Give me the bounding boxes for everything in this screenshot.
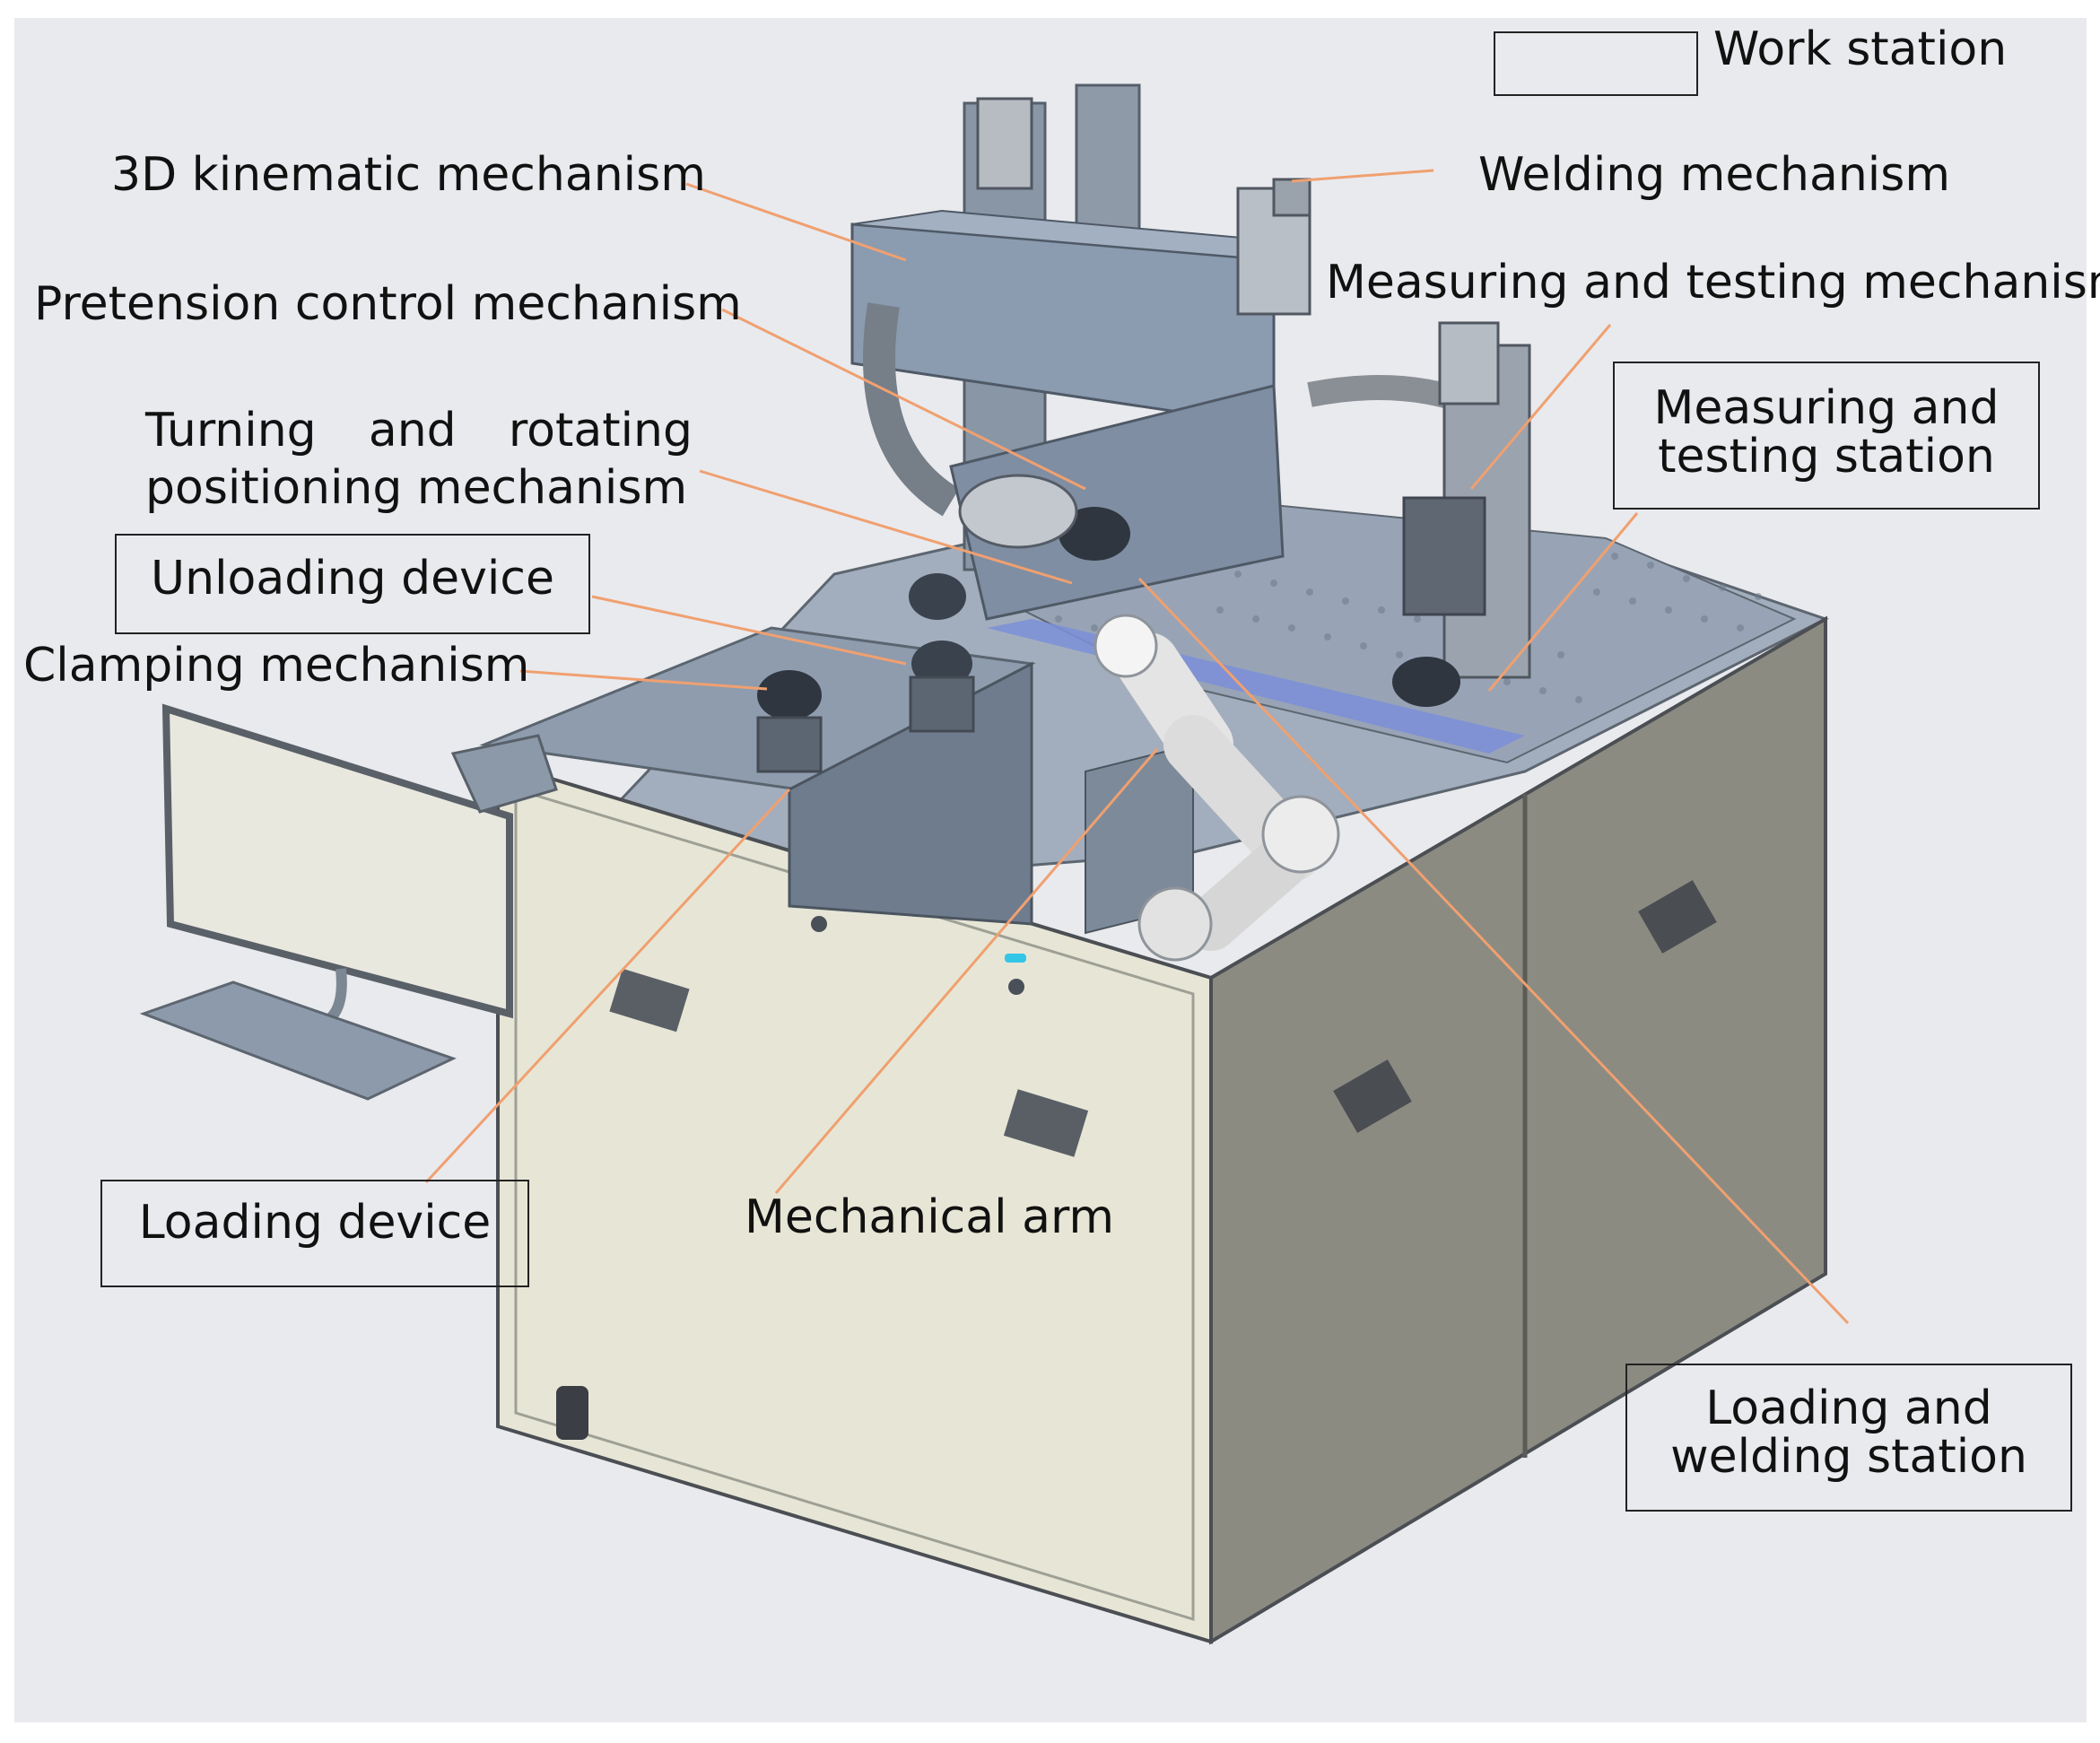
robot-arm-base bbox=[1137, 886, 1213, 962]
right-handle-1 bbox=[1333, 1059, 1412, 1133]
front-handle-1 bbox=[609, 968, 690, 1033]
label-loading-welding-line2: welding station bbox=[1670, 1430, 2027, 1484]
motor-left bbox=[976, 97, 1033, 190]
leader-loading bbox=[424, 788, 791, 1184]
leader-lines bbox=[424, 169, 1850, 1325]
fixture-measuring bbox=[1392, 657, 1460, 707]
cable-chain-left bbox=[863, 302, 960, 517]
cabinet-front-inset bbox=[514, 787, 1195, 1622]
right-handle-2 bbox=[1638, 880, 1717, 954]
caster-wheel bbox=[556, 1386, 588, 1440]
label-welding: Welding mechanism bbox=[1478, 148, 1950, 202]
label-measuring-station-line1: Measuring and bbox=[1653, 381, 2000, 435]
turntable bbox=[958, 474, 1078, 549]
leader-unloading bbox=[591, 595, 907, 666]
box-unloading-device bbox=[115, 534, 590, 634]
monitor-screen bbox=[161, 703, 513, 1019]
measuring-motor bbox=[1438, 321, 1500, 405]
fixture-clamping-base bbox=[756, 716, 823, 773]
leader-loading-welding bbox=[1137, 577, 1850, 1325]
label-turning-word3: rotating bbox=[508, 404, 693, 458]
box-loading-welding-station bbox=[1625, 1364, 2072, 1512]
robot-arm-joint-1 bbox=[1094, 614, 1158, 678]
front-handle-2 bbox=[1003, 1089, 1089, 1157]
leader-measuring-mech bbox=[1469, 324, 1612, 490]
label-turning-word2: and bbox=[368, 404, 457, 458]
fixture-unloading bbox=[909, 573, 966, 620]
fixture-clamping bbox=[757, 670, 822, 720]
indicator-cyan-2 bbox=[1005, 954, 1026, 963]
leader-turning bbox=[699, 469, 1073, 585]
leader-mechanical-arm bbox=[774, 748, 1159, 1194]
label-loading-welding-line1: Loading and bbox=[1705, 1381, 1992, 1435]
label-measuring-mechanism: Measuring and testing mechanism bbox=[1326, 256, 2100, 309]
robot-arm-segment-3 bbox=[1184, 834, 1310, 951]
label-measuring-station-line2: testing station bbox=[1658, 430, 1995, 484]
indicator-light-2 bbox=[1008, 979, 1024, 995]
label-turning-line2: positioning mechanism bbox=[145, 461, 688, 515]
label-turning-line1: Turning and rotating bbox=[145, 404, 693, 458]
fixture-unloading-base bbox=[909, 675, 975, 733]
leader-pretension bbox=[721, 308, 1086, 491]
cabinet-right-panel bbox=[1209, 615, 1827, 1645]
indicator-light-1 bbox=[811, 916, 827, 932]
monitor-arm bbox=[450, 734, 558, 814]
keyboard bbox=[139, 980, 457, 1101]
label-pretension: Pretension control mechanism bbox=[34, 277, 742, 331]
label-turning-word1: Turning bbox=[145, 404, 317, 458]
rotary-positioner bbox=[1059, 507, 1130, 561]
welding-head bbox=[1272, 178, 1311, 217]
leader-welding bbox=[1291, 169, 1434, 183]
leader-clamping bbox=[519, 669, 768, 691]
leader-kinematic bbox=[685, 182, 907, 262]
leader-measuring-station bbox=[1487, 512, 1639, 692]
label-loading-device: Loading device bbox=[138, 1196, 492, 1250]
legend-swatch bbox=[1494, 31, 1698, 96]
label-unloading-device: Unloading device bbox=[151, 552, 554, 606]
legend-label: Work station bbox=[1713, 22, 2008, 76]
fixture-unloading-2 bbox=[911, 641, 972, 687]
robot-arm-joint-2 bbox=[1261, 795, 1340, 874]
label-clamping: Clamping mechanism bbox=[23, 639, 530, 693]
box-loading-device bbox=[100, 1180, 529, 1287]
measuring-sensor bbox=[1402, 496, 1486, 616]
box-measuring-station bbox=[1613, 362, 2040, 510]
label-3d-kinematic: 3D kinematic mechanism bbox=[111, 148, 706, 202]
label-mechanical-arm: Mechanical arm bbox=[745, 1190, 1115, 1244]
carriage bbox=[949, 384, 1285, 621]
